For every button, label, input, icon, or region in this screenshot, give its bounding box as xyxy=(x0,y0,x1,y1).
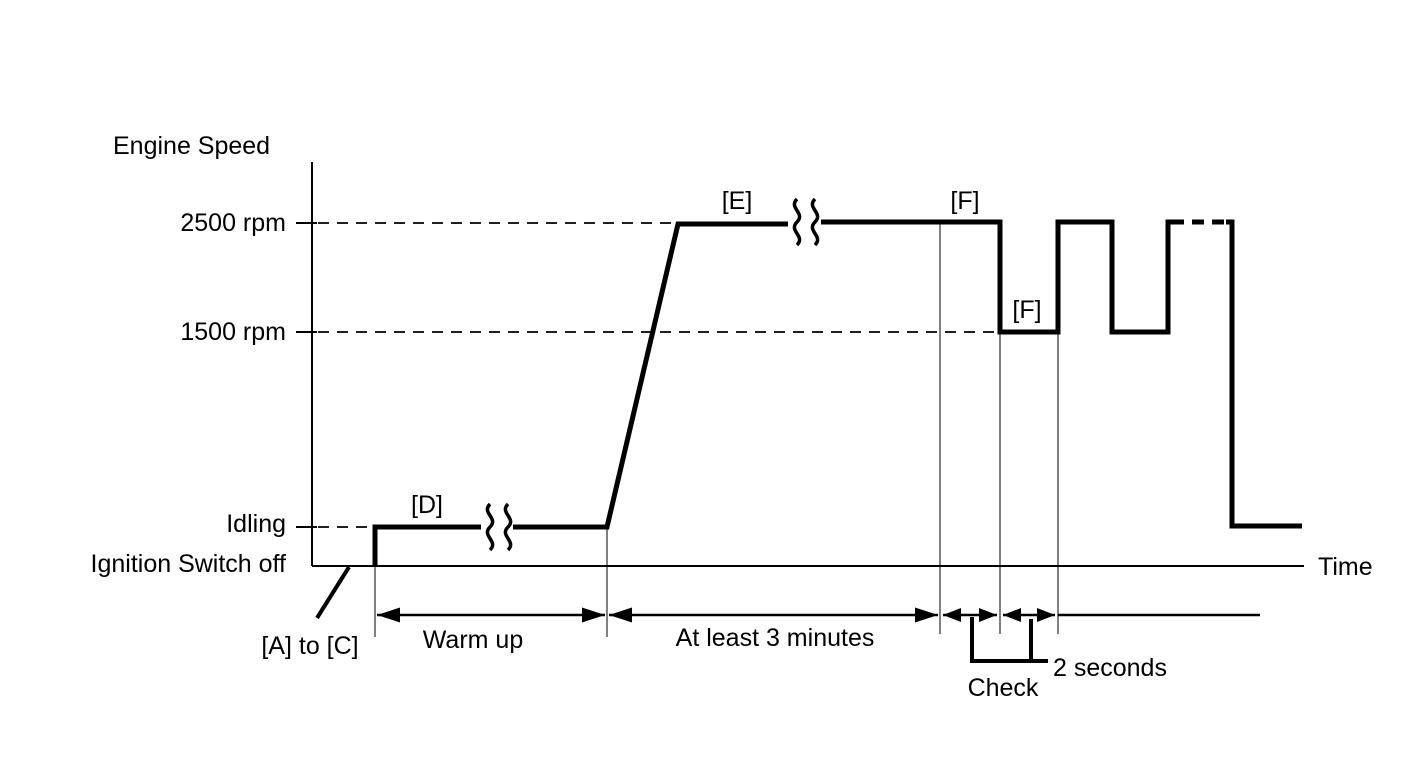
check-bracket xyxy=(970,617,1048,663)
arrowhead-right-icon xyxy=(582,607,605,623)
marker-label-f-high: [F] xyxy=(950,187,979,215)
interval-label-2-seconds: 2 seconds xyxy=(1053,654,1167,682)
break-mark-icon xyxy=(503,502,513,552)
break-mark-icon xyxy=(485,502,495,552)
arrowhead-right-icon xyxy=(915,607,938,623)
level-label-1500rpm: 1500 rpm xyxy=(180,318,286,346)
arrowhead-left-icon xyxy=(1003,608,1021,622)
break-mark-icon xyxy=(792,197,802,247)
marker-label-e: [E] xyxy=(722,187,753,215)
interval-label-3-minutes: At least 3 minutes xyxy=(676,624,875,652)
level-label-idling: Idling xyxy=(226,510,286,538)
marker-label-f-low: [F] xyxy=(1012,296,1041,324)
trace-final-drop-to-idle xyxy=(1226,219,1302,529)
arrowhead-left-icon xyxy=(609,607,632,623)
a-to-c-callout-line xyxy=(315,565,351,620)
arrowhead-right-icon xyxy=(979,608,997,622)
callout-label-a-to-c: [A] to [C] xyxy=(261,632,358,660)
arrowhead-right-icon xyxy=(1037,608,1055,622)
interval-label-check: Check xyxy=(968,674,1039,702)
marker-label-d: [D] xyxy=(411,491,443,519)
trace-idle-segment xyxy=(372,524,481,565)
break-mark-icon xyxy=(810,197,820,247)
arrowhead-left-icon xyxy=(377,607,400,623)
level-label-2500rpm: 2500 rpm xyxy=(180,209,286,237)
interval-label-warmup: Warm up xyxy=(423,626,523,654)
y-axis-title: Engine Speed xyxy=(113,132,270,160)
x-axis-title: Time xyxy=(1318,553,1373,581)
trace-2500-1500-pulses xyxy=(821,219,1184,335)
trace-ramp-and-2500-segment xyxy=(513,221,788,530)
arrowhead-left-icon xyxy=(943,608,961,622)
level-label-ignition-off: Ignition Switch off xyxy=(91,550,287,578)
